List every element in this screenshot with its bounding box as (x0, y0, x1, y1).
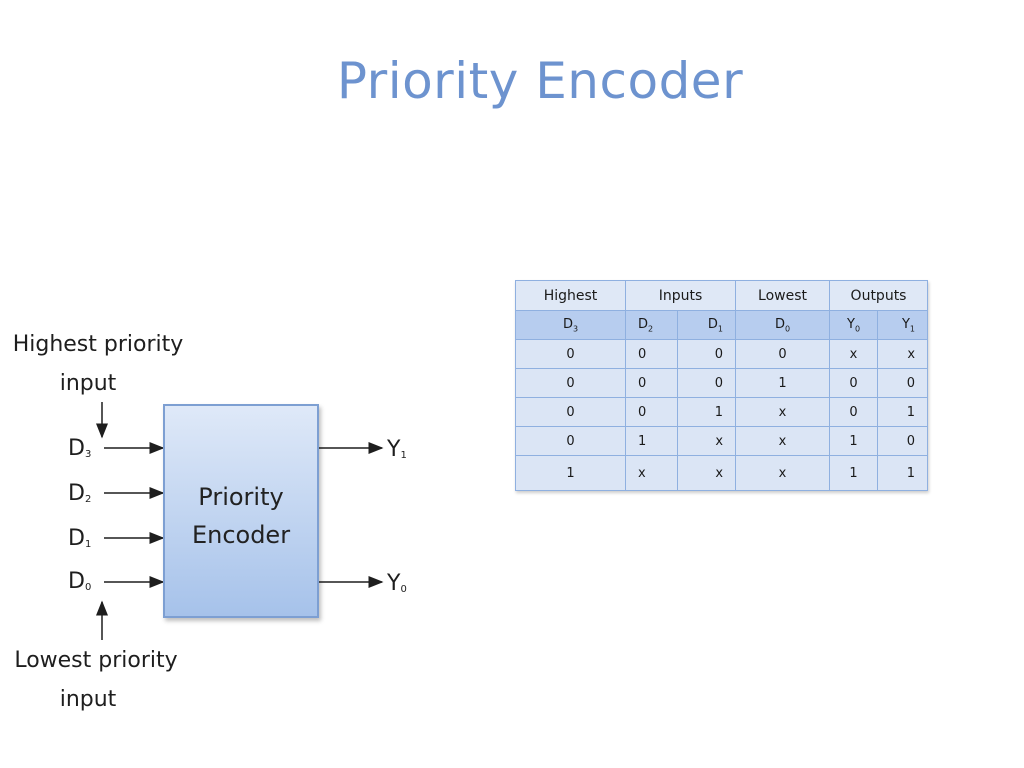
cell-y0: 1 (829, 426, 879, 456)
cell-d1: x (676, 426, 737, 456)
cell-d3: 0 (515, 397, 626, 427)
table-row: 0 1 x x 1 0 (515, 426, 929, 456)
header-highest: Highest (515, 280, 626, 311)
encoder-block-label-line1: Priority (198, 483, 284, 511)
col-d0-sub: 0 (784, 324, 791, 334)
input-d0-label: D0 (68, 569, 91, 594)
cell-d3: 0 (515, 339, 626, 369)
lowest-priority-note-line2: input (60, 687, 117, 712)
output-y0-label: Y0 (386, 571, 407, 596)
cell-d0: x (735, 397, 831, 427)
table-row: 1 x x x 1 1 (515, 455, 929, 491)
input-d3: D3 (68, 436, 165, 461)
table-row: 0 0 0 1 0 0 (515, 368, 929, 398)
cell-d0: 0 (735, 339, 831, 369)
output-y1-sub: 1 (400, 450, 406, 461)
cell-y1: 0 (877, 368, 929, 398)
input-d2: D2 (68, 481, 165, 506)
input-d1-sub: 1 (85, 539, 91, 550)
table-group-header-row: Highest Inputs Lowest Outputs (515, 280, 929, 311)
highest-priority-note-line2: input (60, 371, 117, 396)
cell-d3: 1 (515, 455, 626, 491)
cell-d0: 1 (735, 368, 831, 398)
cell-d2: 1 (625, 426, 678, 456)
output-y1: Y1 (319, 437, 407, 462)
header-lowest: Lowest (735, 280, 831, 311)
col-d0: D0 (735, 310, 831, 340)
highest-priority-note-line1: Highest priority (13, 332, 184, 357)
cell-y1: 1 (877, 397, 929, 427)
input-d2-sub: 2 (85, 494, 91, 505)
cell-y0: 1 (829, 455, 879, 491)
encoder-block-label-line2: Encoder (191, 521, 291, 549)
header-inputs: Inputs (624, 280, 737, 311)
output-y0-sub: 0 (400, 584, 406, 595)
slide-title: Priority Encoder (336, 52, 744, 110)
cell-y1: 0 (877, 426, 929, 456)
encoder-block-label: Priority Encoder (163, 478, 319, 554)
table-row: 0 0 0 0 x x (515, 339, 929, 369)
lowest-priority-note-line1: Lowest priority (14, 648, 177, 673)
header-outputs: Outputs (829, 280, 929, 311)
col-d1: D1 (676, 310, 737, 340)
truth-table: Highest Inputs Lowest Outputs D3 D2 D1 D… (515, 280, 929, 491)
cell-d1: 0 (676, 368, 737, 398)
encoder-block (163, 404, 319, 618)
col-d3: D3 (515, 310, 626, 340)
cell-d2: 0 (625, 368, 678, 398)
cell-d3: 0 (515, 368, 626, 398)
col-y1: Y1 (877, 310, 929, 340)
input-d0-sub: 0 (85, 582, 91, 593)
input-d3-label: D3 (68, 436, 91, 461)
input-d1: D1 (68, 526, 165, 551)
input-d3-sub: 3 (85, 449, 91, 460)
col-d3-sub: 3 (572, 324, 579, 334)
input-d2-label: D2 (68, 481, 91, 506)
cell-y0: 0 (829, 397, 879, 427)
table-row: 0 0 1 x 0 1 (515, 397, 929, 427)
cell-y0: 0 (829, 368, 879, 398)
table-column-header-row: D3 D2 D1 D0 Y0 Y1 (515, 310, 929, 340)
cell-d2: x (625, 455, 678, 491)
cell-y0: x (829, 339, 879, 369)
cell-d0: x (735, 426, 831, 456)
col-d2: D2 (625, 310, 678, 340)
col-y0-sub: 0 (854, 324, 861, 334)
cell-y1: x (877, 339, 929, 369)
col-y1-sub: 1 (909, 324, 916, 334)
cell-d1: 0 (676, 339, 737, 369)
input-d0: D0 (68, 569, 165, 594)
col-y0: Y0 (829, 310, 879, 340)
cell-y1: 1 (877, 455, 929, 491)
cell-d2: 0 (625, 397, 678, 427)
cell-d0: x (735, 455, 831, 491)
cell-d2: 0 (625, 339, 678, 369)
col-d2-sub: 2 (648, 324, 654, 334)
cell-d1: x (676, 455, 737, 491)
input-d1-label: D1 (68, 526, 91, 551)
col-d1-sub: 1 (717, 324, 724, 334)
cell-d1: 1 (676, 397, 737, 427)
output-y1-label: Y1 (386, 437, 407, 462)
output-y0: Y0 (319, 571, 407, 596)
cell-d3: 0 (515, 426, 626, 456)
